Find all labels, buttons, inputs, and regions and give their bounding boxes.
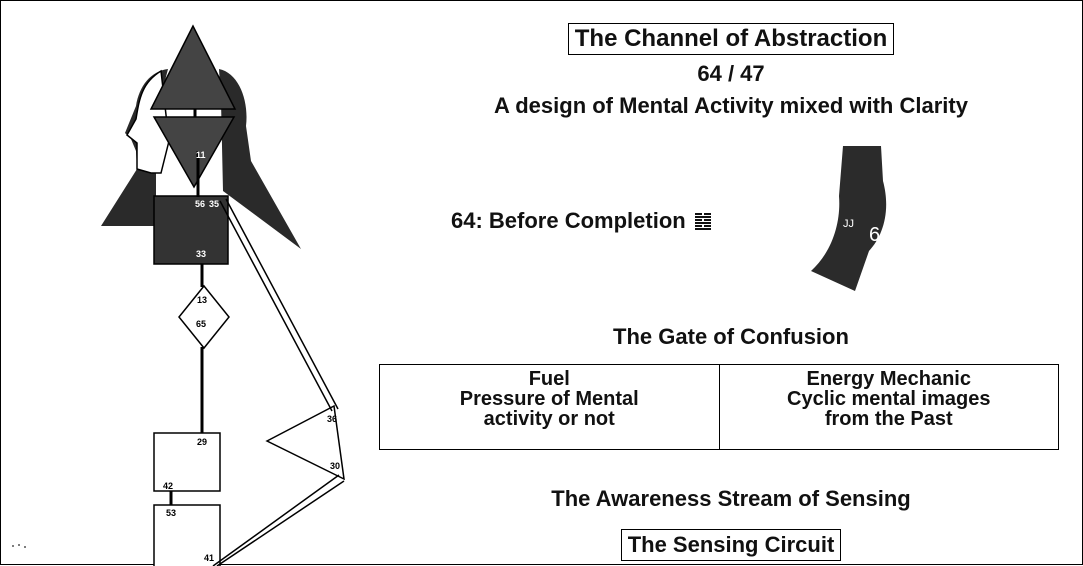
energy-title: Energy Mechanic xyxy=(806,368,971,390)
fuel-line-2: activity or not xyxy=(483,408,615,430)
gate-42-label: 42 xyxy=(163,481,173,491)
circuit-title: The Sensing Circuit xyxy=(620,529,842,561)
fuel-line-1: Pressure of Mental xyxy=(459,388,639,410)
gate-line: 64: Before Completion xyxy=(451,208,712,234)
circuit-title-wrap: The Sensing Circuit xyxy=(431,529,1031,561)
bodygraph-diagram: 11 56 35 33 13 65 29 42 53 36 30 41 xyxy=(12,24,345,566)
head-fragment-graphic: 64 JJ xyxy=(811,146,891,291)
gate-64-tab: 64 xyxy=(869,224,891,246)
channel-line-throat-solar-a xyxy=(219,200,333,412)
channel-title: The Channel of Abstraction xyxy=(567,23,895,55)
head-centre xyxy=(149,24,237,110)
sacral-centre xyxy=(153,432,221,492)
stray-dot xyxy=(24,546,26,548)
gate-11-label: 11 xyxy=(196,150,206,160)
gate-13-label: 13 xyxy=(197,295,207,305)
fuel-cell: Fuel Pressure of Mental activity or not xyxy=(380,365,719,449)
gate-65-label: 65 xyxy=(196,319,206,329)
root-centre xyxy=(153,504,221,566)
fuel-title: Fuel xyxy=(528,368,570,390)
gate-29-label: 29 xyxy=(197,437,207,447)
gate-35-label: 35 xyxy=(209,199,219,209)
gate-36-label: 36 xyxy=(327,414,337,424)
channel-line-root-solar-a xyxy=(212,474,340,566)
gate-53-label: 53 xyxy=(166,508,176,518)
gate-30-label: 30 xyxy=(330,461,340,471)
gate-label: 64: Before Completion xyxy=(451,208,686,233)
channel-title-wrap: The Channel of Abstraction xyxy=(431,23,1031,55)
stray-dot xyxy=(12,545,14,547)
energy-mechanic-cell: Energy Mechanic Cyclic mental images fro… xyxy=(718,365,1059,449)
channel-numbers: 64 / 47 xyxy=(697,61,765,86)
channel-line-root-solar-b xyxy=(216,480,345,566)
stray-dot xyxy=(18,544,20,546)
gate-name: The Gate of Confusion xyxy=(613,324,849,349)
tab-mark: JJ xyxy=(843,218,854,230)
solar-plexus-centre xyxy=(265,404,345,481)
g-centre xyxy=(178,284,230,350)
awareness-stream: The Awareness Stream of Sensing xyxy=(551,486,911,511)
energy-line-2: from the Past xyxy=(824,408,953,430)
channel-line-throat-solar-b xyxy=(225,198,339,410)
throat-centre xyxy=(153,195,229,265)
gate-33-label: 33 xyxy=(196,249,206,259)
gate-41-label: 41 xyxy=(204,553,214,563)
channel-subtitle: A design of Mental Activity mixed with C… xyxy=(494,93,968,118)
info-table: Fuel Pressure of Mental activity or not … xyxy=(379,364,1059,450)
right-silhouette xyxy=(219,69,301,249)
hexagram-icon xyxy=(694,213,711,230)
energy-line-1: Cyclic mental images xyxy=(787,388,991,410)
gate-56-label: 56 xyxy=(195,199,205,209)
